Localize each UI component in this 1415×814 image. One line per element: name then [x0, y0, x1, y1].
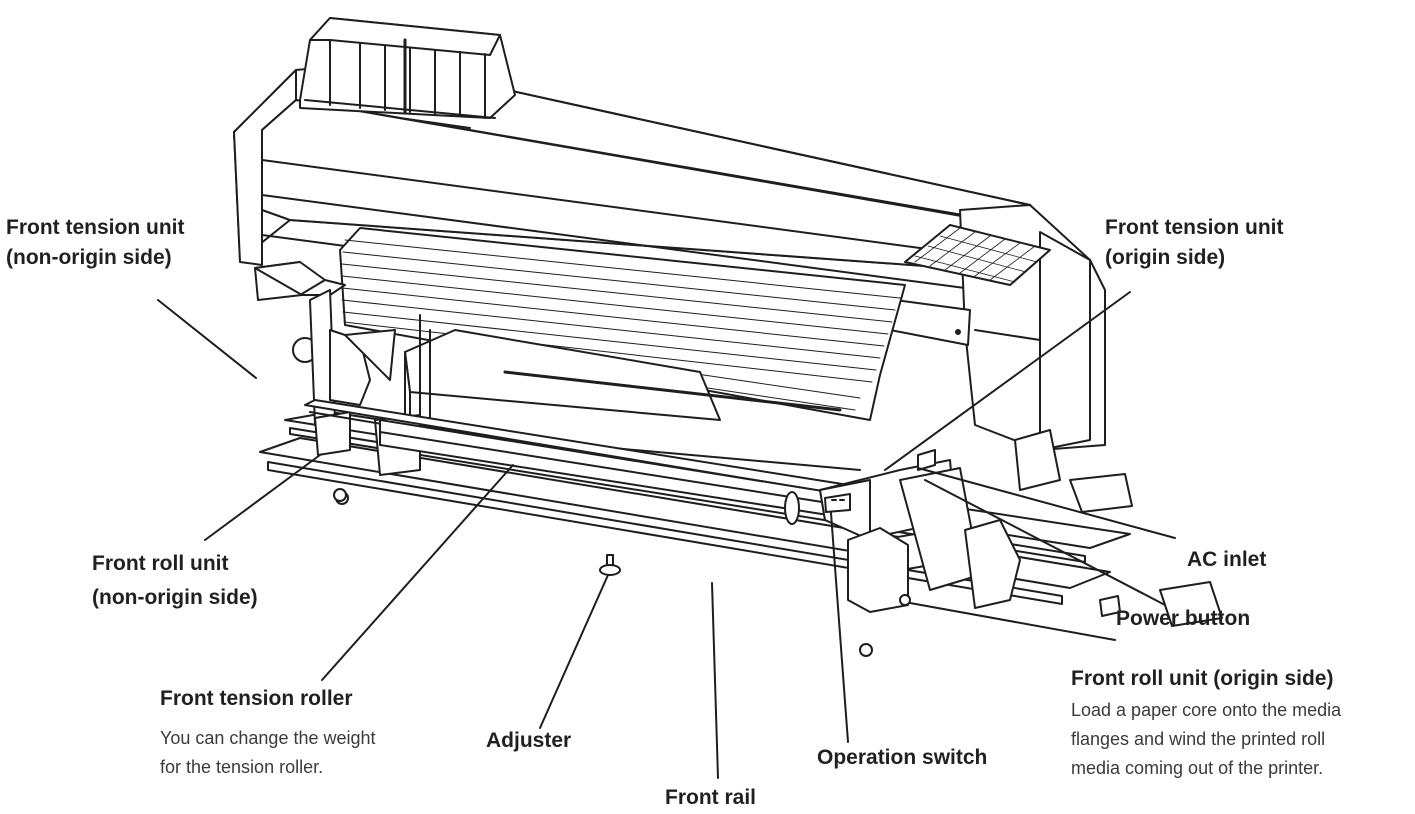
- desc-line-1: You can change the weight: [160, 728, 376, 748]
- desc-front-tension-roller: You can change the weight for the tensio…: [160, 724, 376, 782]
- label-line-1: Front tension unit: [6, 216, 185, 239]
- label-front-tension-unit-nonorigin: Front tension unit (non-origin side): [6, 213, 184, 273]
- label-front-tension-roller: Front tension roller: [160, 687, 353, 710]
- desc-front-roll-unit-origin: Load a paper core onto the media flanges…: [1071, 696, 1341, 783]
- desc-line-1: Load a paper core onto the media: [1071, 700, 1342, 720]
- leader-lines: [157, 291, 1176, 779]
- label-front-roll-unit-nonorigin: Front roll unit (non-origin side): [92, 549, 258, 613]
- label-line-1: Front tension unit: [1105, 216, 1284, 239]
- label-line-2: (non-origin side): [92, 586, 258, 609]
- label-power-button: Power button: [1116, 607, 1251, 630]
- label-adjuster: Adjuster: [486, 729, 572, 752]
- label-line-2: (origin side): [1105, 246, 1226, 269]
- label-operation-switch: Operation switch: [817, 746, 988, 769]
- adjuster-drawing: [599, 554, 621, 576]
- tension-roller-drawing: [304, 399, 881, 525]
- left-frame-drawing: [254, 261, 431, 505]
- desc-line-2: flanges and wind the printed roll: [1071, 729, 1326, 749]
- label-ac-inlet: AC inlet: [1187, 548, 1267, 571]
- label-front-rail: Front rail: [665, 786, 757, 809]
- label-front-roll-unit-origin: Front roll unit (origin side): [1071, 667, 1334, 690]
- desc-line-2: for the tension roller.: [160, 757, 324, 777]
- ink-holder-drawing: [299, 17, 516, 129]
- front-cover-drawing: [339, 227, 906, 421]
- label-front-tension-unit-origin: Front tension unit (origin side): [1105, 213, 1283, 273]
- label-line-2: (non-origin side): [6, 246, 172, 269]
- desc-line-3: media coming out of the printer.: [1071, 758, 1324, 778]
- label-line-1: Front roll unit: [92, 552, 229, 575]
